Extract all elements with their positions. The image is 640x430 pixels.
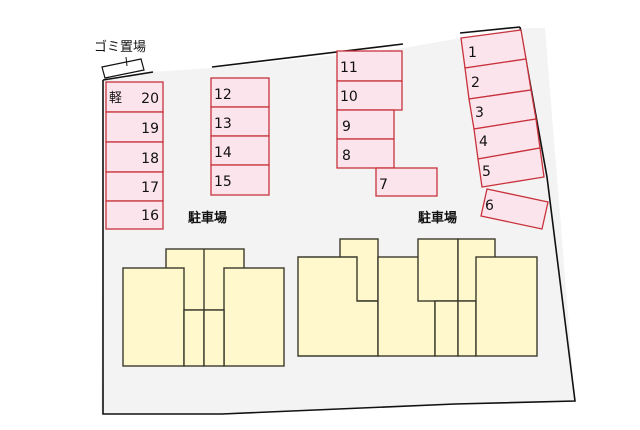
building-left-unit-2 <box>223 267 285 367</box>
stall-label-19: 19 <box>141 121 159 137</box>
parking-stall-11[interactable] <box>336 50 403 82</box>
stall-label-5: 5 <box>482 164 491 180</box>
garbage-area: ゴミ置場 <box>94 39 146 79</box>
stall-label-7: 7 <box>379 177 388 193</box>
stall-label-3: 3 <box>475 105 484 121</box>
stall-label-1: 1 <box>468 45 477 61</box>
stall-label-14: 14 <box>214 145 232 161</box>
kei-car-mark: 軽 <box>109 91 122 106</box>
stall-label-10: 10 <box>340 89 358 105</box>
parking-stall-15[interactable] <box>210 164 270 196</box>
building-right-unit-c <box>434 300 459 357</box>
stall-label-15: 15 <box>214 174 232 190</box>
stall-label-8: 8 <box>342 148 351 164</box>
parking-stall-14[interactable] <box>210 135 270 166</box>
building-left-unit-3 <box>183 309 205 367</box>
parking-stall-5[interactable] <box>477 147 545 188</box>
stall-group-center-left <box>210 77 270 196</box>
stall-label-2: 2 <box>471 75 480 91</box>
building-right-unit-d <box>457 300 477 357</box>
parking-stall-6[interactable] <box>480 188 549 230</box>
boundary-lines <box>102 26 576 415</box>
stall-group-center-right <box>336 50 438 197</box>
stall-label-6: 6 <box>485 198 494 214</box>
building-left-unit-1 <box>122 267 185 367</box>
parking-area-label-right: 駐車場 <box>418 210 457 226</box>
garbage-area-label: ゴミ置場 <box>94 39 146 55</box>
building-left <box>122 248 285 367</box>
parking-stall-19[interactable] <box>105 111 164 143</box>
stall-label-20: 20 <box>141 91 159 107</box>
stall-group-left <box>105 81 164 230</box>
stall-label-9: 9 <box>342 119 351 135</box>
garbage-box-icon <box>101 58 145 79</box>
building-right-unit-c-top <box>417 238 459 302</box>
parking-stall-17[interactable] <box>105 171 164 202</box>
stall-label-17: 17 <box>141 180 159 196</box>
parking-area-label-left: 駐車場 <box>188 210 227 226</box>
stall-label-4: 4 <box>479 134 488 150</box>
building-right <box>297 238 538 357</box>
parking-stall-16[interactable] <box>105 200 164 230</box>
stall-label-18: 18 <box>141 151 159 167</box>
building-right-unit-e <box>475 256 538 357</box>
building-left-unit-4 <box>203 309 225 367</box>
stall-group-right <box>460 29 549 230</box>
stall-label-16: 16 <box>141 208 159 224</box>
parking-stall-7[interactable] <box>375 167 438 197</box>
parking-stall-9[interactable] <box>336 109 395 140</box>
parking-stall-12[interactable] <box>210 77 270 108</box>
stall-label-12: 12 <box>214 87 232 103</box>
stall-label-13: 13 <box>214 116 232 132</box>
parking-stall-8[interactable] <box>336 138 395 169</box>
stall-label-11: 11 <box>340 60 358 76</box>
